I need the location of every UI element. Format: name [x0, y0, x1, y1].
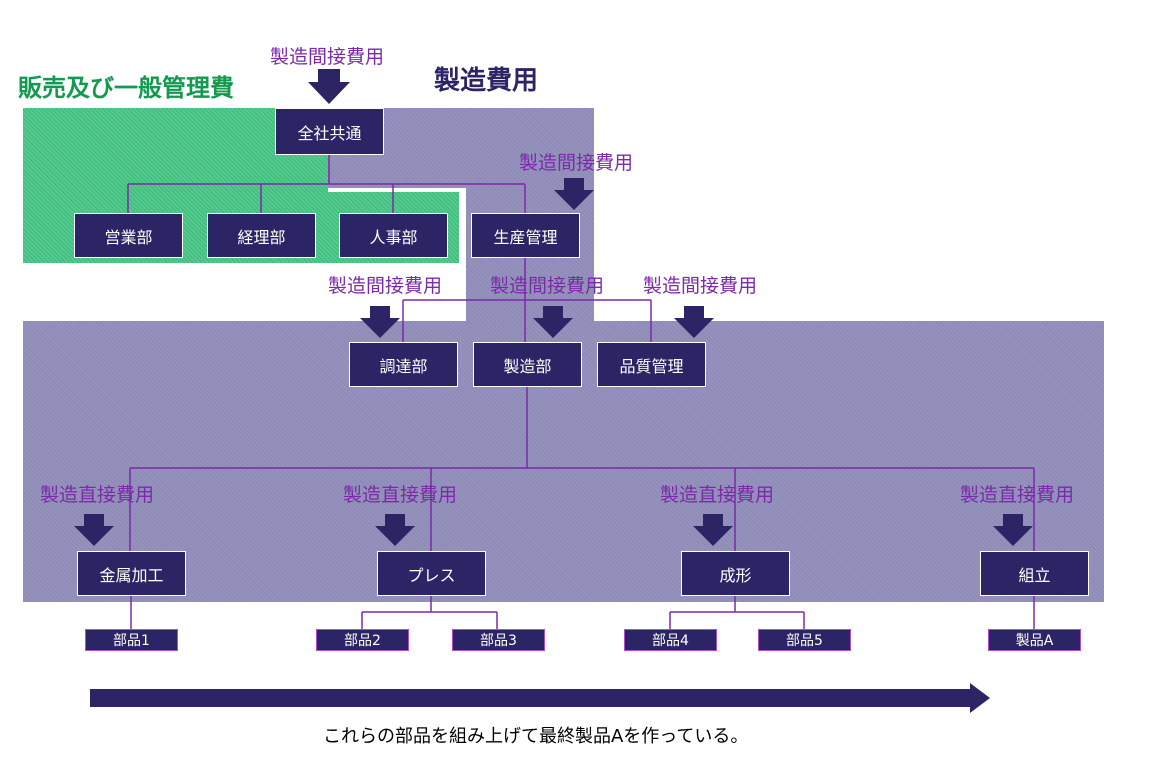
part-4: 部品4	[624, 629, 717, 651]
part-1: 部品1	[85, 629, 178, 651]
arrow-down-icon	[993, 514, 1033, 546]
process-press: プレス	[377, 551, 486, 596]
arrow-down-icon	[360, 306, 400, 338]
direct-cost-label: 製造直接費用	[960, 484, 1075, 506]
caption: これらの部品を組み上げて最終製品Aを作っている。	[323, 726, 749, 747]
arrow-down-icon	[308, 69, 350, 104]
arrow-down-icon	[533, 306, 573, 338]
dept-production-control: 生産管理	[471, 213, 580, 258]
dept-manufacturing: 製造部	[473, 342, 582, 387]
indirect-cost-label: 製造間接費用	[490, 275, 605, 297]
arrow-down-icon	[375, 514, 415, 546]
dept-hq: 全社共通	[275, 108, 384, 155]
direct-cost-label: 製造直接費用	[40, 484, 155, 506]
process-metal: 金属加工	[77, 551, 186, 596]
process-molding: 成形	[681, 551, 790, 596]
arrow-right-icon	[90, 683, 990, 713]
indirect-cost-label: 製造間接費用	[328, 275, 443, 297]
dept-accounting: 経理部	[207, 213, 316, 258]
indirect-cost-label: 製造間接費用	[270, 46, 385, 68]
mfg-title: 製造費用	[434, 66, 539, 96]
arrow-down-icon	[554, 178, 594, 210]
indirect-cost-label: 製造間接費用	[519, 152, 634, 174]
sga-title: 販売及び一般管理費	[18, 74, 234, 102]
process-assembly: 組立	[980, 551, 1089, 596]
arrow-down-icon	[693, 514, 733, 546]
dept-quality: 品質管理	[597, 342, 706, 387]
dept-hr: 人事部	[339, 213, 448, 258]
part-2: 部品2	[316, 629, 409, 651]
product-a: 製品A	[988, 629, 1081, 651]
direct-cost-label: 製造直接費用	[660, 484, 775, 506]
dept-sales: 営業部	[74, 213, 183, 258]
arrow-down-icon	[74, 514, 114, 546]
direct-cost-label: 製造直接費用	[343, 484, 458, 506]
dept-procurement: 調達部	[349, 342, 458, 387]
arrow-down-icon	[674, 306, 714, 338]
indirect-cost-label: 製造間接費用	[643, 275, 758, 297]
part-5: 部品5	[758, 629, 851, 651]
part-3: 部品3	[452, 629, 545, 651]
